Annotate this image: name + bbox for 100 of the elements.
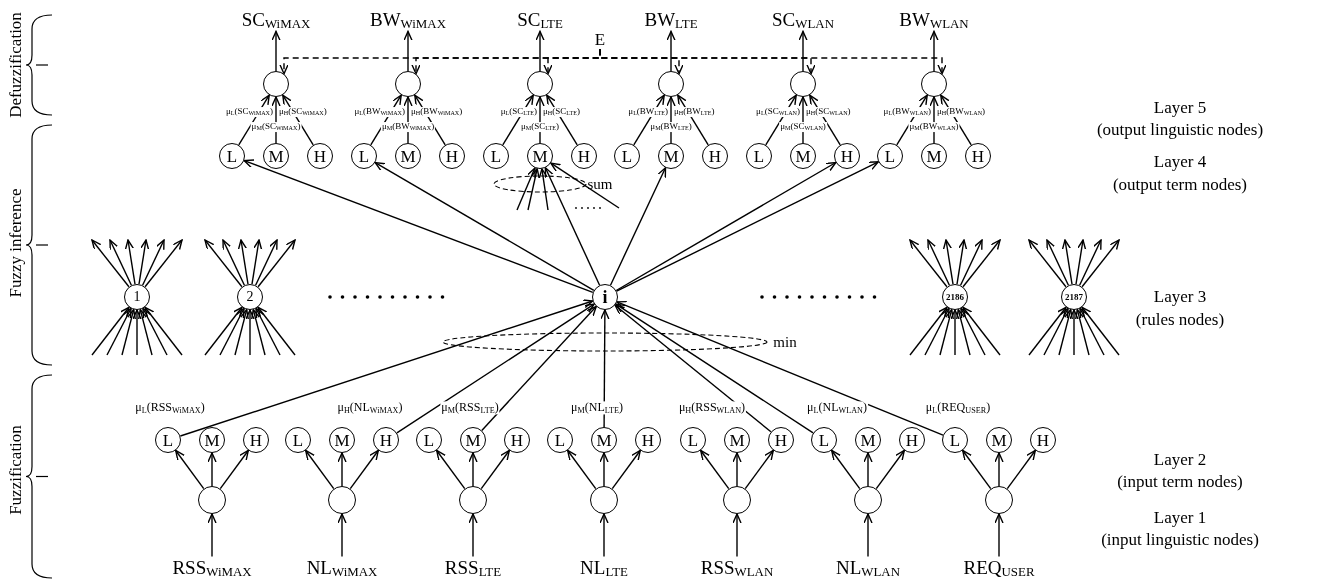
edge-label: μ$_{M}$(BW$_{WLAN}$) [908, 122, 960, 132]
arrow [250, 308, 266, 356]
edge-label: μ$_{M}$(RSS$_{LTE}$) [440, 401, 500, 415]
operator-label: sum [587, 175, 613, 193]
arrow [611, 449, 641, 490]
output-term-node: L [219, 143, 245, 169]
arrow [1058, 308, 1074, 356]
arrow [599, 513, 609, 558]
arrow [1081, 239, 1120, 288]
arrow [535, 30, 545, 72]
output-term-node: L [483, 143, 509, 169]
arrow [436, 449, 466, 490]
edge-label: μ$_{H}$(SC$_{LTE}$) [542, 107, 581, 117]
input-term-node: M [591, 427, 617, 453]
arrow [956, 239, 968, 285]
input-variable-label: RSS$_{LTE}$ [444, 557, 502, 579]
arrow [219, 449, 249, 490]
arrow [234, 308, 250, 356]
layer-label: (output term nodes) [1112, 175, 1248, 195]
output-linguistic-node [658, 71, 684, 97]
arrow [615, 161, 837, 292]
arrow [929, 30, 939, 72]
input-term-node: L [942, 427, 968, 453]
section-label: Fuzzy inference [6, 188, 26, 298]
input-term-node: H [373, 427, 399, 453]
arrow [950, 309, 960, 356]
input-term-node: H [635, 427, 661, 453]
arrow [599, 452, 609, 487]
output-linguistic-node [263, 71, 289, 97]
input-term-node: H [1030, 427, 1056, 453]
output-variable-label: BW$_{WiMAX}$ [370, 9, 446, 31]
input-term-node: M [199, 427, 225, 453]
edge-label: μ$_{M}$(BW$_{LTE}$) [649, 122, 693, 132]
output-term-node: M [263, 143, 289, 169]
input-linguistic-node [198, 486, 226, 514]
edge-label: μ$_{M}$(BW$_{WiMAX}$) [380, 122, 436, 132]
edge-label: μ$_{H}$(BW$_{WLAN}$) [936, 107, 987, 117]
input-term-node: L [680, 427, 706, 453]
arrow [1046, 239, 1070, 286]
arrow [550, 162, 620, 209]
arrow [142, 307, 168, 356]
output-term-node: H [571, 143, 597, 169]
arrow [144, 306, 183, 356]
arrow [91, 239, 130, 288]
arrow [207, 513, 217, 558]
arrow [468, 513, 478, 558]
arrow [994, 513, 1004, 558]
input-variable-label: REQ$_{USER}$ [963, 557, 1035, 579]
edge-label: μ$_{H}$(NL$_{WiMAX}$) [336, 401, 404, 415]
edge-label: μ$_{L}$(RSS$_{WiMAX}$) [134, 401, 206, 415]
input-variable-label: RSS$_{WiMAX}$ [172, 557, 252, 579]
arrow [1069, 309, 1079, 356]
arrow [962, 239, 1001, 288]
arrow [909, 306, 948, 356]
edge-label: μ$_{M}$(NL$_{LTE}$) [570, 401, 624, 415]
arrow [942, 239, 954, 285]
arrow [527, 168, 540, 211]
arrow [1061, 239, 1073, 285]
arrow [600, 309, 610, 428]
arrow [91, 306, 130, 356]
arrow [179, 299, 594, 437]
layer-label: (input linguistic nodes) [1101, 530, 1259, 550]
output-term-node: H [307, 143, 333, 169]
input-term-node: M [986, 427, 1012, 453]
arrow [481, 305, 597, 432]
arrow [744, 449, 774, 490]
input-linguistic-node [854, 486, 882, 514]
edge-label: μ$_{L}$(NL$_{WLAN}$) [806, 401, 868, 415]
output-term-node: L [746, 143, 772, 169]
edge-label: μ$_{H}$(RSS$_{WLAN}$) [677, 401, 747, 415]
arrow [615, 303, 814, 434]
input-variable-label: RSS$_{WLAN}$ [700, 557, 774, 579]
arrow [863, 513, 873, 558]
input-variable-label: NL$_{WLAN}$ [836, 557, 900, 579]
input-term-node: H [243, 427, 269, 453]
section-label: Fuzzification [6, 425, 26, 515]
edge-label: μ$_{H}$(SC$_{WLAN}$) [805, 107, 852, 117]
arrow [305, 449, 335, 490]
arrow [1043, 307, 1069, 356]
output-term-node: H [965, 143, 991, 169]
arrow [403, 30, 413, 72]
arrow [124, 239, 136, 285]
arrow [337, 513, 347, 558]
output-term-node: M [395, 143, 421, 169]
arrow [141, 239, 165, 286]
arrow [1081, 306, 1120, 356]
arrow [468, 452, 478, 487]
edge-label: μ$_{H}$(SC$_{WiMAX}$) [278, 107, 328, 117]
input-variable-label: NL$_{WiMAX}$ [306, 557, 378, 579]
output-linguistic-node [790, 71, 816, 97]
arrow [349, 449, 379, 490]
arrow [480, 449, 510, 490]
edge-label: μ$_{H}$(BW$_{WiMAX}$) [410, 107, 464, 117]
arrow [138, 239, 150, 285]
arrow [396, 303, 595, 434]
arrow [927, 239, 951, 286]
arrow [132, 309, 142, 356]
dashed-arrow [599, 48, 947, 75]
arrow [237, 239, 249, 285]
edge-label: μ$_{L}$(BW$_{LTE}$) [627, 107, 669, 117]
